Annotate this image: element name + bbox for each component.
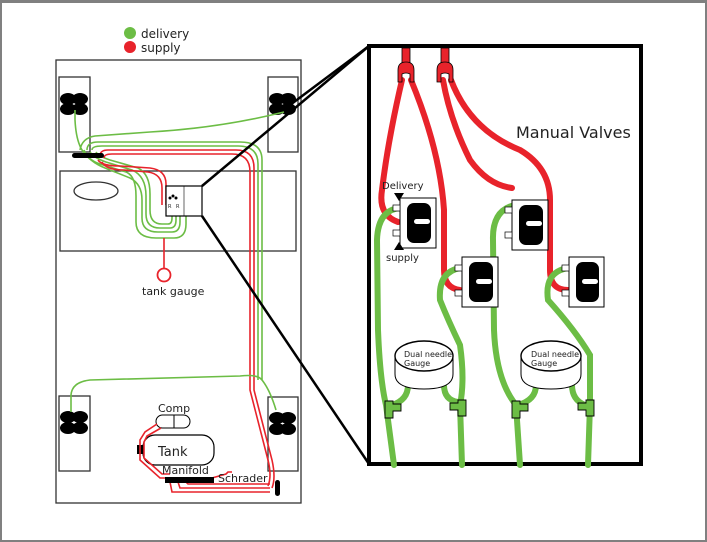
valve-mini-label: R	[168, 204, 172, 210]
wheel-well-rear-left	[58, 395, 91, 472]
tank-gauge-label: tank gauge	[142, 285, 205, 298]
compressor-label: Comp	[158, 402, 190, 415]
wheel-well-rear-right	[267, 396, 299, 472]
tee-fitting	[577, 399, 595, 417]
legend-supply-label: supply	[141, 41, 181, 55]
tank: Tank	[137, 434, 215, 466]
detail-tees	[384, 399, 595, 419]
delivery-port-label: Delivery	[382, 181, 424, 192]
air-bag-rear-left	[60, 411, 88, 434]
delivery-arrow-icon	[394, 193, 404, 201]
line-clamp-front	[72, 153, 104, 158]
wheel-well-front-right	[267, 76, 299, 153]
callout-line-mid	[201, 45, 370, 187]
legend-supply-swatch	[124, 41, 136, 53]
tank-label: Tank	[157, 445, 188, 460]
tee-fitting	[511, 400, 529, 419]
dual-needle-gauge: Dual needle Gauge	[520, 340, 582, 390]
wheel-well-front-left	[58, 76, 91, 153]
manifold-label: Manifold	[162, 464, 209, 477]
tee-fitting	[384, 400, 402, 419]
detail-panel	[367, 44, 643, 466]
legend: delivery supply	[124, 27, 189, 55]
schrader-label: Schrader	[218, 472, 268, 485]
callout-line-bottom	[200, 215, 371, 465]
detail-delivery-lines	[373, 202, 593, 468]
tank-gauge-icon	[156, 267, 172, 283]
supply-lines-front	[97, 149, 275, 489]
legend-delivery-label: delivery	[141, 27, 189, 41]
air-bag-rear-right	[269, 412, 296, 435]
delivery-line-rear	[70, 374, 277, 412]
gauge-label-line1: Dual needle	[531, 350, 579, 359]
gauge-label-line2: Gauge	[531, 359, 557, 368]
manifold: Manifold	[162, 464, 214, 483]
manual-valve[interactable]	[454, 256, 499, 308]
valve-mini-label: R	[176, 204, 180, 210]
compressor: Comp	[155, 402, 191, 429]
delivery-lines-front	[74, 110, 285, 380]
manual-valve[interactable]	[392, 197, 437, 249]
supply-splitter-left	[397, 47, 415, 83]
tee-fitting	[449, 399, 467, 417]
manual-valve[interactable]	[504, 199, 549, 251]
cabin-panel	[59, 170, 297, 252]
supply-splitter-right	[436, 47, 454, 83]
valve-box-small: R R	[165, 185, 203, 217]
line-clamp-rear	[275, 480, 280, 496]
supply-arrow-icon	[394, 242, 404, 250]
gauge-label-line1: Dual needle	[404, 350, 452, 359]
air-bag-front-left	[60, 93, 88, 115]
supply-port-label: supply	[386, 253, 419, 264]
dual-needle-gauge: Dual needle Gauge	[394, 340, 454, 390]
air-bags	[60, 93, 296, 435]
manual-valve[interactable]	[561, 256, 605, 308]
detail-title: Manual Valves	[516, 123, 631, 142]
legend-delivery-swatch	[124, 27, 136, 39]
gauge-label-line2: Gauge	[404, 359, 430, 368]
spare-tire	[73, 181, 119, 201]
